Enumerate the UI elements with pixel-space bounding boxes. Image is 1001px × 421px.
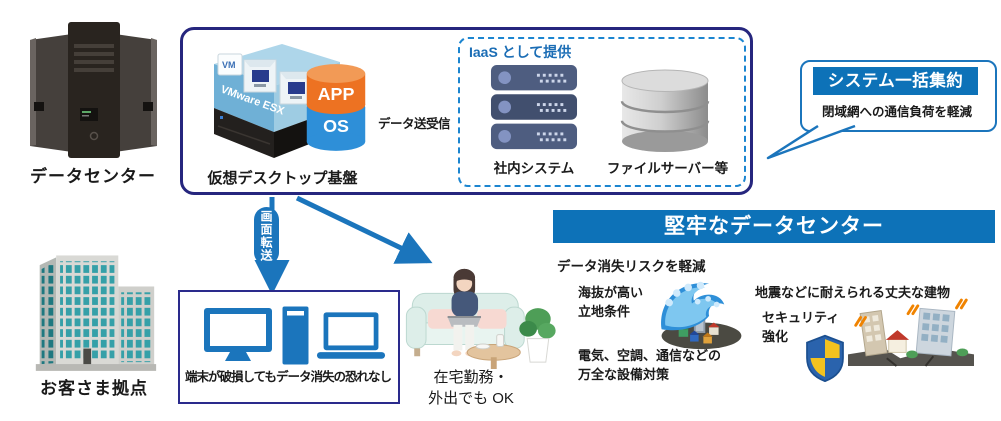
tsunami-icon [661,281,742,350]
speech-tail-icon [766,124,856,160]
monitor-icon [204,308,272,361]
feature-facilities: 電気、空調、通信などの 万全な設備対策 [578,348,722,382]
feature-earthquake-proof: 地震などに耐えられる丈夫な建物 [755,285,951,300]
pc-tower-icon [282,306,309,365]
datacenter-label: データセンター [30,167,156,186]
home-work-line1: 在宅勤務・ [433,369,509,386]
internal-system-label: 社内システム [493,161,575,176]
screen-transfer-label: 画面転送 [254,207,279,265]
laptop-icon [316,312,386,359]
callout-subtitle: 閉域網への通信負荷を軽減 [821,105,972,119]
terminal-safety-caption: 端末が破損してもデータ消失の恐れなし [184,370,392,384]
earthquake-icon [848,298,974,367]
iaas-servers-icon [490,64,578,150]
office-building-icon [35,255,157,371]
fileserver-label: ファイルサーバー等 [606,161,729,176]
svg-text:OS: OS [323,116,349,136]
callout-title: システム一括集約 [813,67,978,95]
remote-worker-illustration [405,268,556,370]
fileserver-cylinder-icon [620,69,710,153]
svg-text:VM: VM [222,60,236,70]
app-os-cylinder-icon: APP OS [306,64,366,151]
svg-text:APP: APP [318,84,355,104]
feature-elevation: 海抜が高い 立地条件 [578,285,644,319]
iaas-title: IaaS として提供 [469,44,572,60]
data-transfer-label: データ送受信 [377,117,451,131]
vdi-label: 仮想デスクトップ基盤 [207,170,358,187]
shield-icon [806,334,844,382]
home-work-line2: 外出でも OK [428,390,514,407]
feature-security: セキュリティ 強化 [762,310,840,344]
robust-dc-subtitle: データ消失リスクを軽減 [557,259,706,274]
robust-dc-title: 堅牢なデータセンター [553,210,995,243]
home-work-caption: 在宅勤務・ 外出でも OK [398,367,544,409]
customer-site-label: お客さま拠点 [40,379,148,398]
server-rack-icon [30,22,157,158]
